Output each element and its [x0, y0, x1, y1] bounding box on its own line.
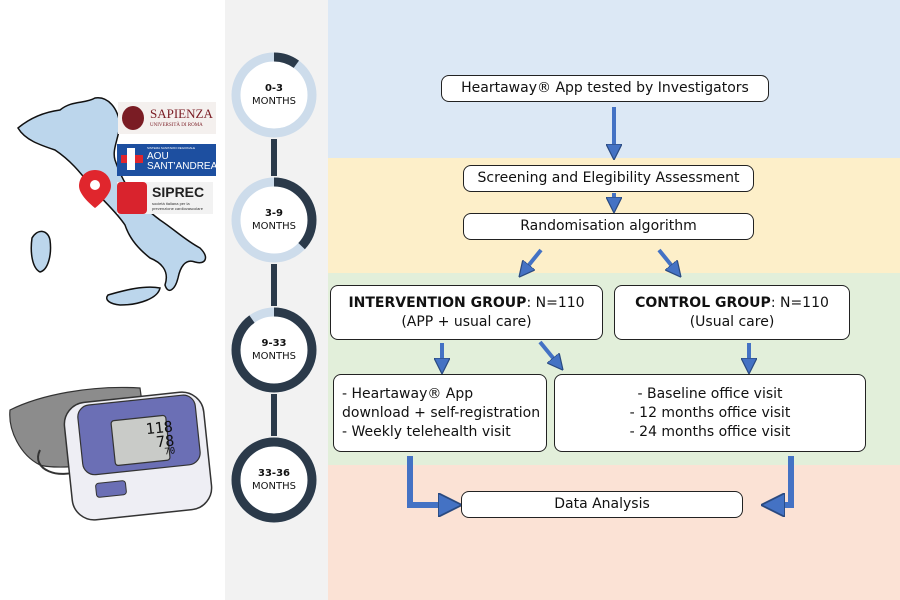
timeline-unit: MONTHS — [252, 351, 296, 362]
group-title: INTERVENTION GROUP — [348, 294, 527, 311]
step-label: Data Analysis — [554, 496, 650, 512]
list-item: - Heartaway® App — [342, 385, 474, 402]
timeline-unit: MONTHS — [252, 221, 296, 232]
group-n: : N=110 — [526, 294, 585, 311]
phase-band-4 — [328, 465, 900, 600]
timeline-ring-progress — [231, 307, 317, 393]
arrow-left-to-analysis — [407, 456, 450, 505]
control-group-box: CONTROL GROUP: N=110 (Usual care) — [614, 285, 850, 340]
intervention-steps-box: - Heartaway® App download + self-registr… — [333, 374, 547, 452]
intervention-group-box: INTERVENTION GROUP: N=110 (APP + usual c… — [330, 285, 603, 340]
arrow-to-intervention — [524, 248, 543, 271]
step-screening: Screening and Elegibility Assessment — [463, 165, 754, 192]
location-pin-icon — [79, 170, 111, 208]
data-analysis-box: Data Analysis — [461, 491, 743, 518]
timeline-connector — [271, 139, 277, 176]
step-label: Randomisation algorithm — [520, 218, 697, 234]
timeline-ring — [231, 307, 317, 393]
arrow-intervention-to-control-steps — [538, 340, 558, 364]
timeline-ring-progress — [231, 437, 317, 523]
timeline-ring — [231, 437, 317, 523]
step-app-tested: Heartaway® App tested by Investigators — [441, 75, 769, 102]
timeline-range: 33-36 — [258, 468, 290, 479]
step-randomisation: Randomisation algorithm — [463, 213, 754, 240]
sapienza-logo: SAPIENZA UNIVERSITÀ DI ROMA — [118, 102, 216, 134]
blood-pressure-monitor-illustration — [9, 386, 213, 521]
italy-map — [17, 97, 207, 306]
list-item: - 24 months office visit — [629, 423, 791, 440]
list-item: - Baseline office visit — [637, 385, 783, 402]
arrow-right-to-analysis — [773, 456, 794, 505]
aou-santandrea-logo: SISTEMA SANITARIO REGIONALE AOU SANT'AND… — [117, 144, 217, 176]
group-title: CONTROL GROUP — [635, 294, 771, 311]
timeline-connector — [271, 264, 277, 306]
timeline-range: 0-3 — [264, 83, 284, 94]
timeline-unit: MONTHS — [252, 96, 296, 107]
timeline-ring-progress — [231, 52, 317, 138]
timeline-ring — [231, 52, 317, 138]
control-steps-box: - Baseline office visit - 12 months offi… — [554, 374, 866, 452]
arrow-to-control — [657, 248, 676, 271]
list-item: - Weekly telehealth visit — [342, 423, 511, 440]
siprec-logo: SIPREC società italiana per la prevenzio… — [117, 182, 213, 214]
timeline-unit: MONTHS — [252, 481, 296, 492]
timeline-range: 9-33 — [261, 338, 287, 349]
group-n: : N=110 — [770, 294, 829, 311]
list-item: - 12 months office visit — [629, 404, 791, 421]
timeline-connector — [271, 394, 277, 436]
step-label: Heartaway® App tested by Investigators — [461, 80, 749, 96]
timeline-range: 3-9 — [264, 208, 284, 219]
group-sub: (Usual care) — [689, 313, 775, 330]
timeline-ring — [231, 177, 317, 263]
timeline-ring-progress — [231, 177, 317, 263]
step-label: Screening and Elegibility Assessment — [477, 170, 740, 186]
group-sub: (APP + usual care) — [401, 313, 532, 330]
list-item: download + self-registration — [342, 404, 541, 421]
